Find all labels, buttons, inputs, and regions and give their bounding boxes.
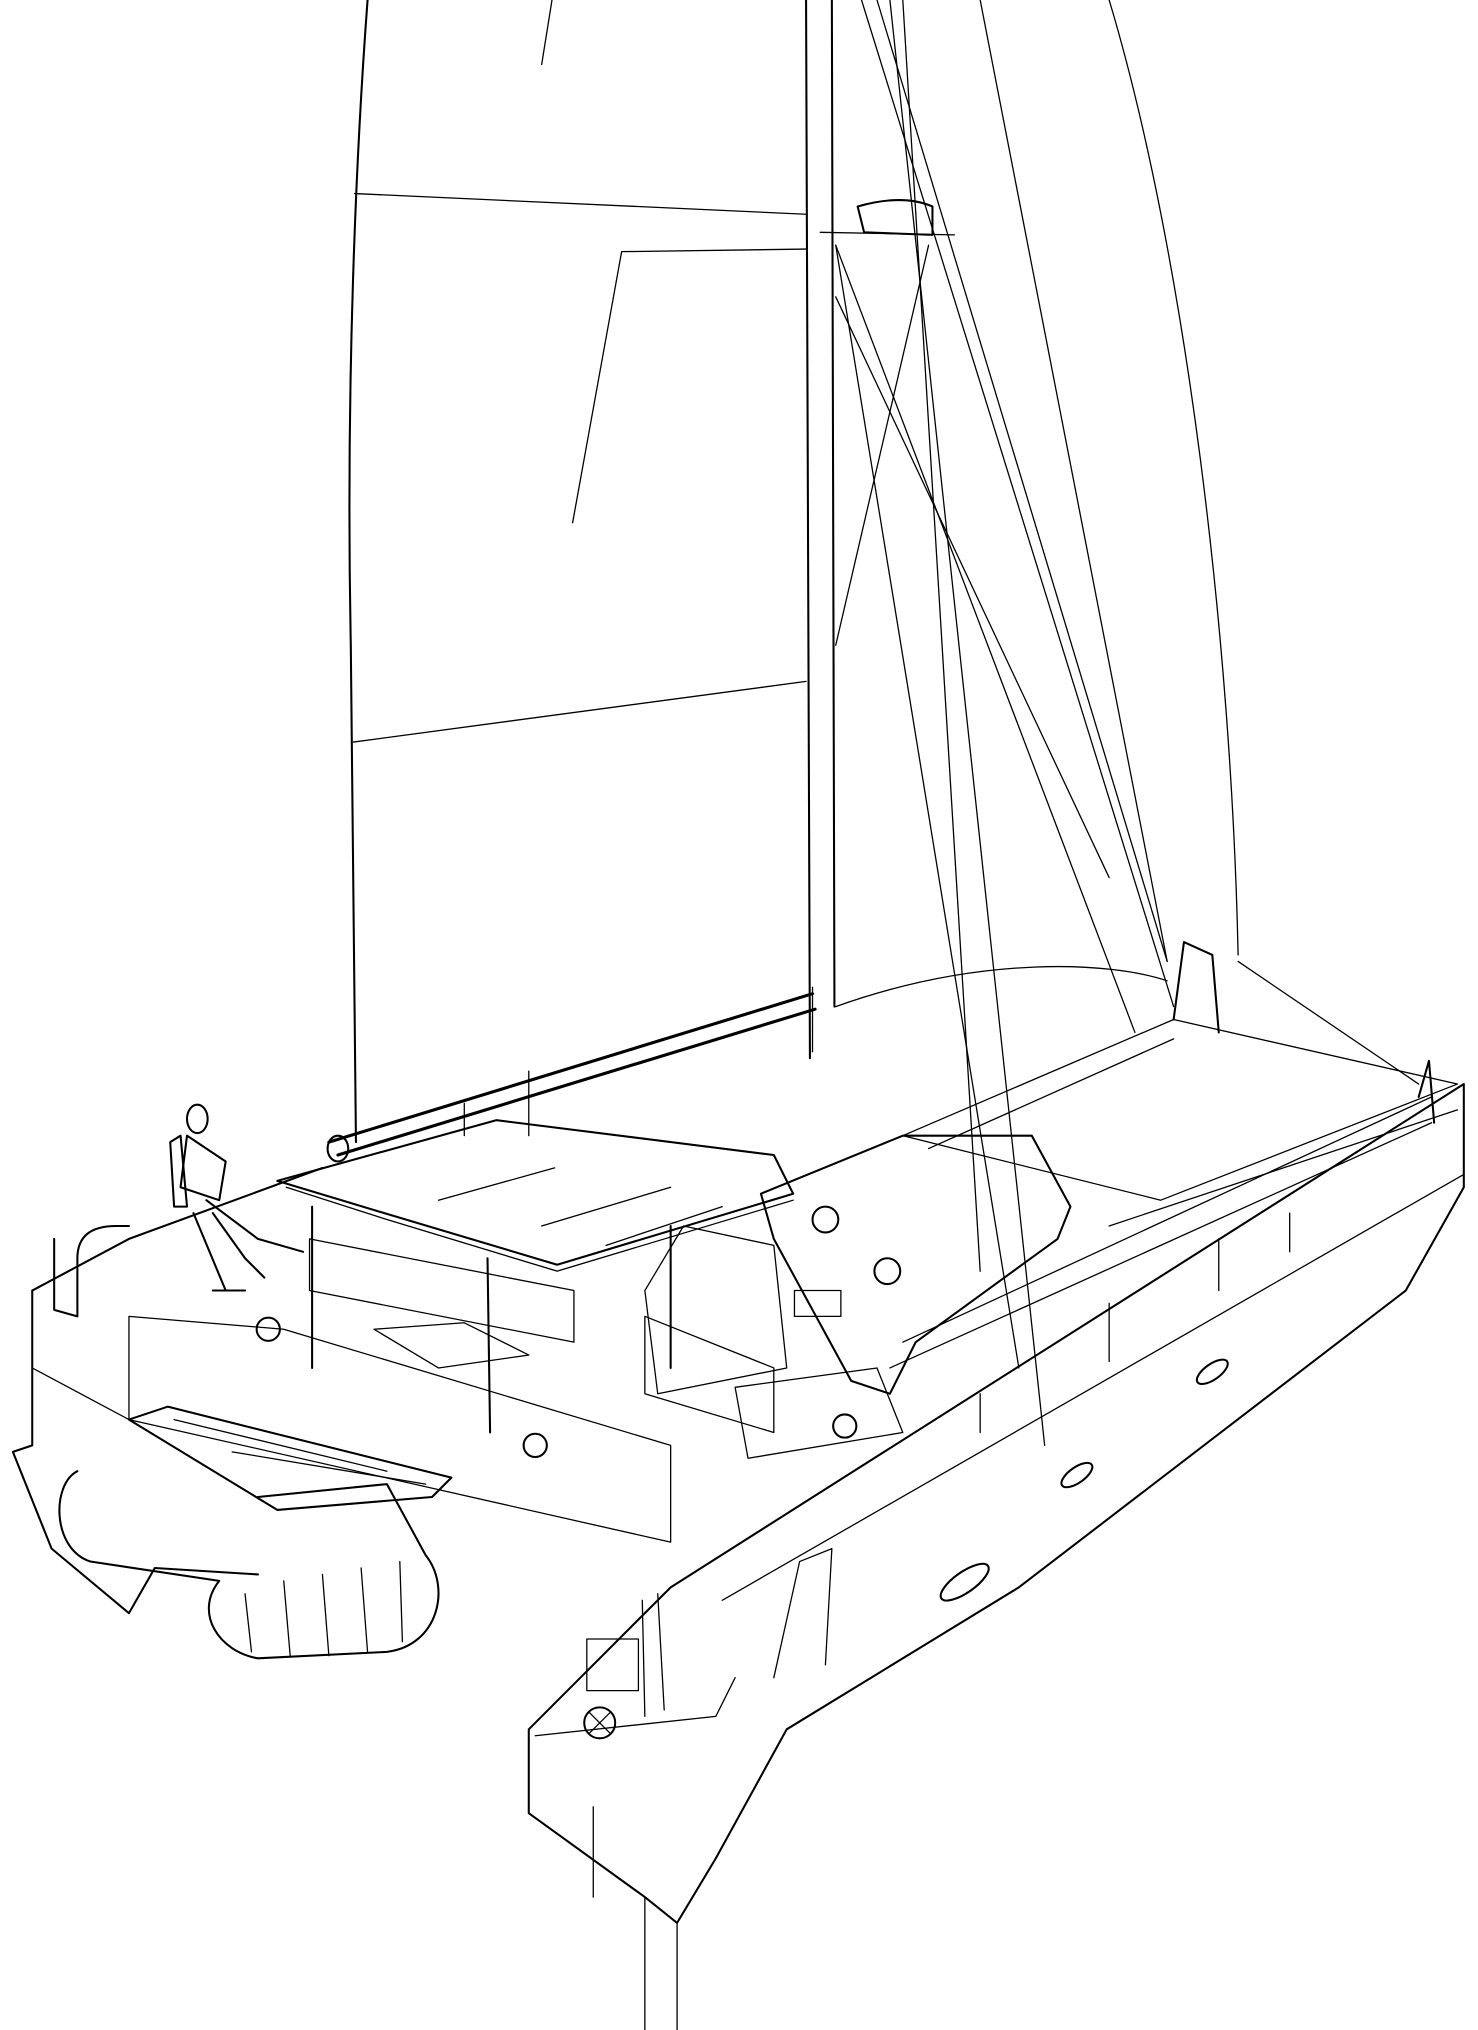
helmsman-figure-stroke — [185, 1103, 209, 1135]
helmsman-figure-stroke — [169, 1134, 247, 1292]
cockpit — [128, 1238, 904, 1543]
lifelines-stroke — [979, 1212, 1291, 1434]
bimini — [276, 1119, 795, 1434]
starboard-hull-stroke — [527, 1083, 1465, 1924]
mainsail-stroke — [571, 248, 807, 524]
cabin-stroke — [793, 1289, 842, 1317]
mainsail — [348, 0, 807, 1144]
starboard-hull-stroke — [583, 1706, 617, 1740]
helmsman-figure-stroke — [179, 1134, 305, 1279]
starboard-hull-stroke — [588, 1711, 611, 1734]
starboard-hull-stroke — [592, 1806, 678, 2030]
rigging-stroke — [889, 0, 1046, 1447]
rigging-stroke — [835, 244, 930, 646]
fender-roll — [58, 1470, 440, 1660]
starboard-hull-stroke — [641, 1593, 665, 1718]
starboard-hull-stroke — [586, 1638, 640, 1692]
rigging-stroke — [835, 296, 1110, 879]
mainsail-stroke — [354, 192, 807, 215]
starboard-hull — [527, 1083, 1465, 2030]
trampoline-stroke — [902, 1018, 1459, 1201]
trampoline-stroke — [1417, 1059, 1436, 1124]
helmsman-figure — [169, 1103, 305, 1292]
cockpit-stroke — [373, 1322, 530, 1369]
swim-platform-stroke — [127, 1405, 453, 1511]
swim-platform — [127, 1405, 453, 1511]
cabin — [644, 1134, 1072, 1395]
boom — [326, 986, 817, 1163]
mast-stroke — [856, 199, 934, 236]
trampoline — [902, 941, 1459, 1227]
fender-roll-stroke — [58, 1470, 440, 1660]
cockpit-stroke — [128, 1315, 672, 1543]
rigging-stroke — [835, 965, 1168, 1008]
starboard-hull-stroke — [721, 1173, 1465, 1601]
starboard-hull-stroke — [1195, 1358, 1229, 1386]
cockpit-stroke — [522, 1432, 548, 1459]
mast — [805, 0, 956, 1060]
mast-stroke — [805, 0, 836, 1060]
starboard-hull-stroke — [773, 1547, 833, 1679]
rigging-stroke — [835, 244, 1020, 1369]
cockpit-stroke — [832, 1413, 858, 1439]
lifelines — [889, 1096, 1433, 1434]
mainsail-stroke — [348, 0, 369, 1144]
starboard-hull-stroke — [534, 1677, 736, 1737]
mainsail-stroke — [541, 0, 553, 66]
bimini-stroke — [437, 1167, 723, 1247]
cockpit-stroke — [644, 1315, 775, 1434]
cabin-stroke — [644, 1225, 788, 1395]
rigging — [835, 0, 1420, 1447]
boom-stroke — [326, 1134, 350, 1163]
port-hull-stroke — [31, 1367, 130, 1421]
cabin-stroke — [811, 1205, 840, 1234]
rigging-stroke — [860, 0, 1175, 1008]
trampoline-stroke — [927, 1038, 1459, 1227]
rigging-stroke — [1237, 960, 1420, 1085]
cockpit-stroke — [255, 1316, 281, 1342]
port-hull — [11, 1166, 324, 1615]
cabin-stroke — [873, 1257, 902, 1286]
rigging-stroke — [876, 0, 1168, 963]
swim-platform-stroke — [173, 1418, 427, 1485]
port-hull-stroke — [11, 1166, 324, 1615]
bimini-stroke — [311, 1205, 672, 1434]
lifelines-stroke — [889, 1096, 1433, 1369]
rigging-stroke — [1108, 0, 1239, 956]
rigging-stroke — [902, 0, 981, 1272]
port-hull-stroke — [53, 1224, 131, 1318]
cockpit-stroke — [308, 1238, 575, 1343]
rigging-stroke — [979, 0, 1168, 963]
bimini-stroke — [276, 1119, 795, 1266]
mainsail-stroke — [352, 680, 807, 743]
fender-roll-stroke — [244, 1560, 404, 1657]
cockpit-stroke — [734, 1367, 904, 1459]
starboard-hull-stroke — [939, 1562, 990, 1602]
starboard-hull-stroke — [1060, 1461, 1094, 1489]
boom-stroke — [327, 992, 817, 1157]
bimini-stroke — [285, 1186, 794, 1272]
trampoline-stroke — [1172, 941, 1220, 1034]
rigging-stroke — [835, 244, 1136, 1034]
cabin-stroke — [759, 1134, 1072, 1395]
mast-stroke — [819, 231, 956, 236]
